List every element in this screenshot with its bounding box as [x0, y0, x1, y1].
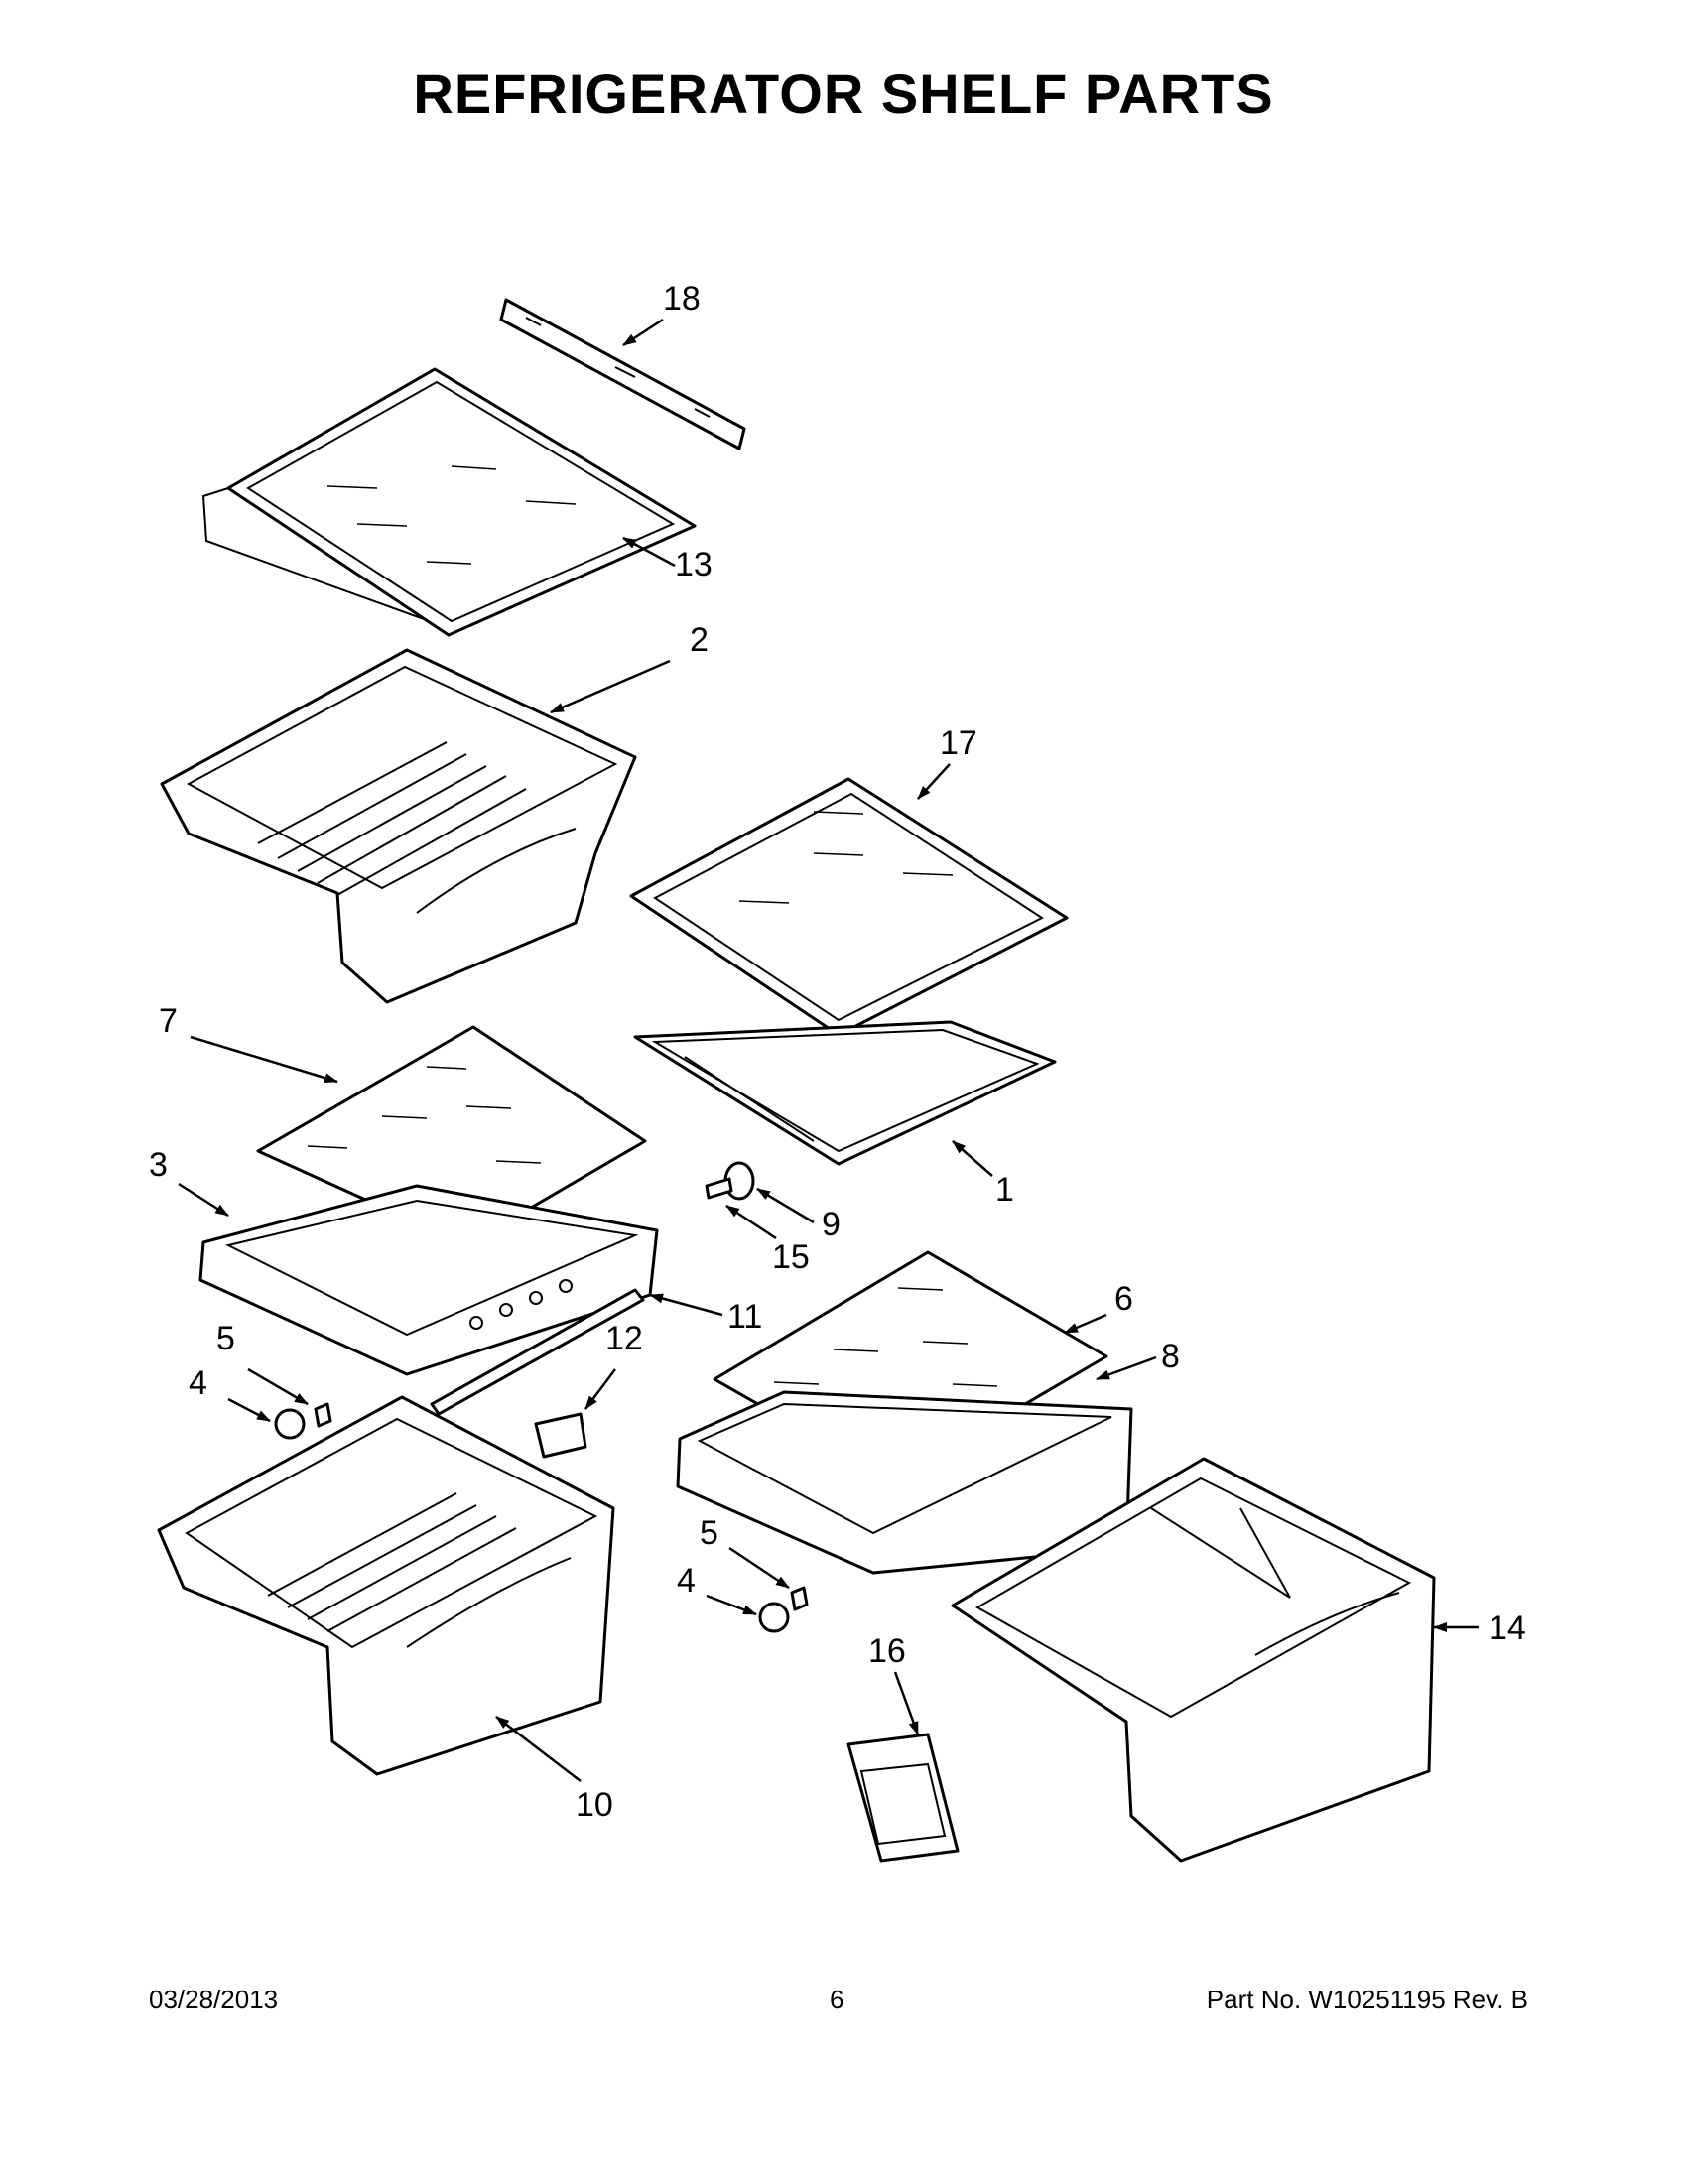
- callout-4-left: 4: [189, 1364, 207, 1402]
- callout-5-left: 5: [216, 1320, 235, 1357]
- part-10-crisper-pan: [157, 1395, 615, 1776]
- part-2-crisper-pan: [160, 648, 637, 1004]
- callout-9: 9: [822, 1206, 841, 1243]
- part-12-clip: [534, 1412, 587, 1459]
- callout-15: 15: [772, 1238, 810, 1276]
- footer-part-number: Part No. W10251195 Rev. B: [1206, 1985, 1528, 2014]
- callout-1: 1: [995, 1171, 1014, 1209]
- callout-7: 7: [159, 1002, 178, 1040]
- callout-12: 12: [605, 1320, 643, 1357]
- part-16-door-label: [846, 1733, 960, 1863]
- part-13-glass-shelf: [201, 367, 697, 637]
- callout-14: 14: [1489, 1609, 1526, 1647]
- part-8-crisper-cover: [676, 1390, 1133, 1575]
- page-title: REFRIGERATOR SHELF PARTS: [413, 63, 1274, 125]
- part-15-screw: [705, 1177, 733, 1200]
- callout-17: 17: [940, 724, 977, 762]
- part-4-knob-left: [274, 1408, 306, 1440]
- part-5-screw-right: [790, 1586, 809, 1611]
- callout-6: 6: [1114, 1280, 1133, 1318]
- callout-4-right: 4: [677, 1562, 696, 1600]
- footer-page-number: 6: [830, 1985, 844, 2014]
- callout-10: 10: [576, 1786, 613, 1824]
- callout-13: 13: [675, 546, 713, 583]
- part-1-shelf-frame: [633, 1020, 1057, 1166]
- part-18-shelf-rail: [499, 298, 746, 450]
- part-4-knob-right: [758, 1602, 790, 1633]
- callout-18: 18: [663, 280, 701, 318]
- callout-16: 16: [868, 1632, 906, 1670]
- callout-2: 2: [690, 621, 709, 659]
- part-5-screw-left: [314, 1402, 332, 1428]
- callout-5-right: 5: [700, 1514, 718, 1552]
- part-14-crisper-pan: [951, 1457, 1436, 1863]
- leader-lines: [178, 318, 1479, 1782]
- callout-8: 8: [1161, 1338, 1180, 1375]
- footer-date: 03/28/2013: [149, 1985, 279, 2014]
- callout-3: 3: [149, 1146, 168, 1184]
- callout-11: 11: [727, 1298, 762, 1336]
- callout-labels: 18 13 2 17 7 1 3 9 15 11 12 6 5 8 4 5 4 …: [149, 280, 1526, 1824]
- part-11-bracket: [430, 1288, 645, 1416]
- part-3-crisper-cover: [198, 1184, 659, 1376]
- part-17-glass-shelf: [629, 777, 1069, 1037]
